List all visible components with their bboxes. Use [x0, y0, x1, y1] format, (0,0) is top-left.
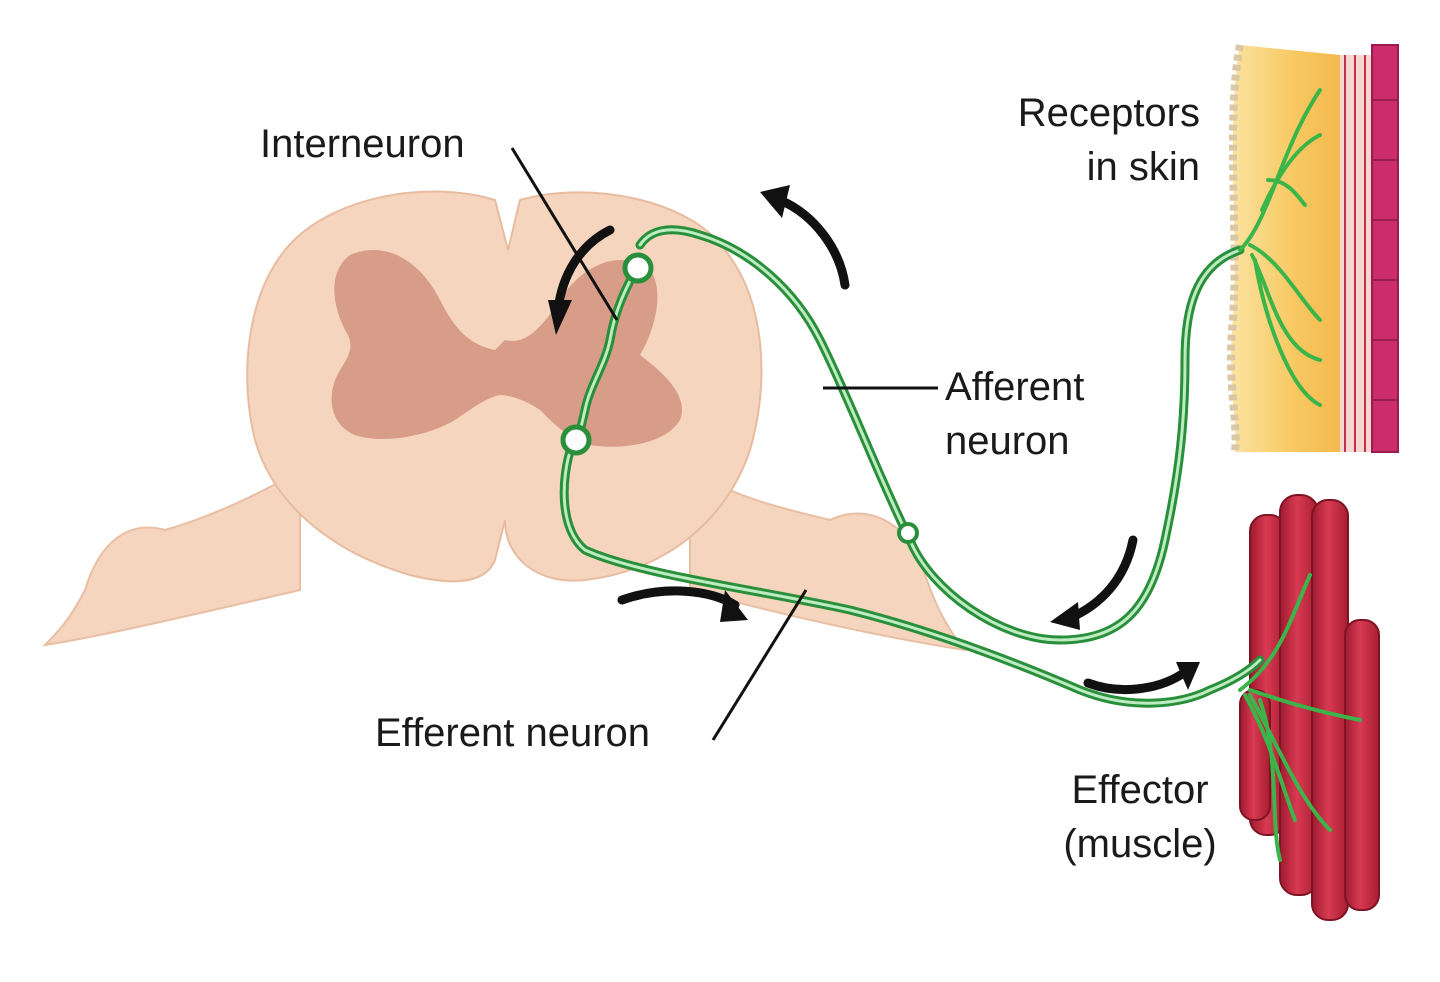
dorsal-synapse — [622, 252, 654, 284]
leader-lines — [510, 147, 938, 741]
arrow-dorsal-in — [775, 195, 850, 290]
ventral-synapse — [560, 424, 592, 456]
skin-block — [1227, 44, 1399, 453]
spinal-cord — [42, 190, 968, 652]
efferent-neuron-label: Efferent neuron — [375, 711, 651, 755]
receptors-label: Receptors in skin — [1017, 91, 1200, 189]
neuron-pathways — [559, 88, 1362, 862]
afferent-neuron-label: Afferent neuron — [945, 365, 1085, 463]
effector-label: Effector (muscle) — [1063, 768, 1217, 866]
ganglion-cell-body — [897, 522, 919, 544]
flow-arrows — [548, 185, 1200, 695]
arrow-interneuron — [553, 225, 615, 315]
arrow-efferent-out — [617, 586, 740, 610]
arrow-from-skin — [1065, 535, 1138, 623]
interneuron-label: Interneuron — [260, 122, 465, 166]
arrow-to-muscle — [1083, 667, 1190, 695]
gray-matter — [331, 250, 682, 447]
muscle-block — [1239, 494, 1380, 921]
left-nerve-root — [42, 468, 301, 647]
